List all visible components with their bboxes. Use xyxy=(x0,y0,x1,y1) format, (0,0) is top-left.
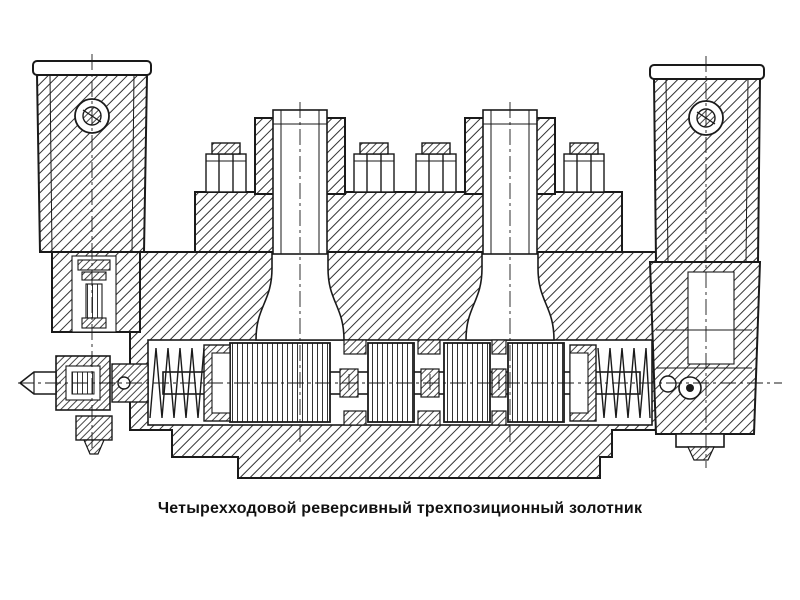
left-drain-plug xyxy=(75,415,113,441)
figure-caption: Четырехходовой реверсивный трехпозиционн… xyxy=(157,500,643,517)
right-actuator-cap xyxy=(649,64,765,80)
bore-ridges xyxy=(343,339,507,426)
right-actuator xyxy=(648,64,765,461)
spool-land-2 xyxy=(367,342,415,423)
spool-land-1 xyxy=(229,342,331,423)
right-adjusting-screw-icon xyxy=(659,375,677,393)
port-right-nuts xyxy=(415,142,605,193)
centerlines xyxy=(18,54,782,468)
spool-land-4 xyxy=(507,342,565,423)
right-foot-plate xyxy=(675,433,725,448)
top-flange-plate xyxy=(194,191,623,253)
right-drain-plug xyxy=(687,446,715,461)
left-adjusting-screw xyxy=(77,259,111,329)
valve-body xyxy=(129,191,661,479)
valve-figure: Четырехходовой реверсивный трехпозиционн… xyxy=(18,54,782,517)
port-left-nuts xyxy=(205,142,395,193)
spool-land-3 xyxy=(443,342,491,423)
left-actuator xyxy=(18,60,152,455)
valve-cross-section-drawing xyxy=(18,54,782,479)
